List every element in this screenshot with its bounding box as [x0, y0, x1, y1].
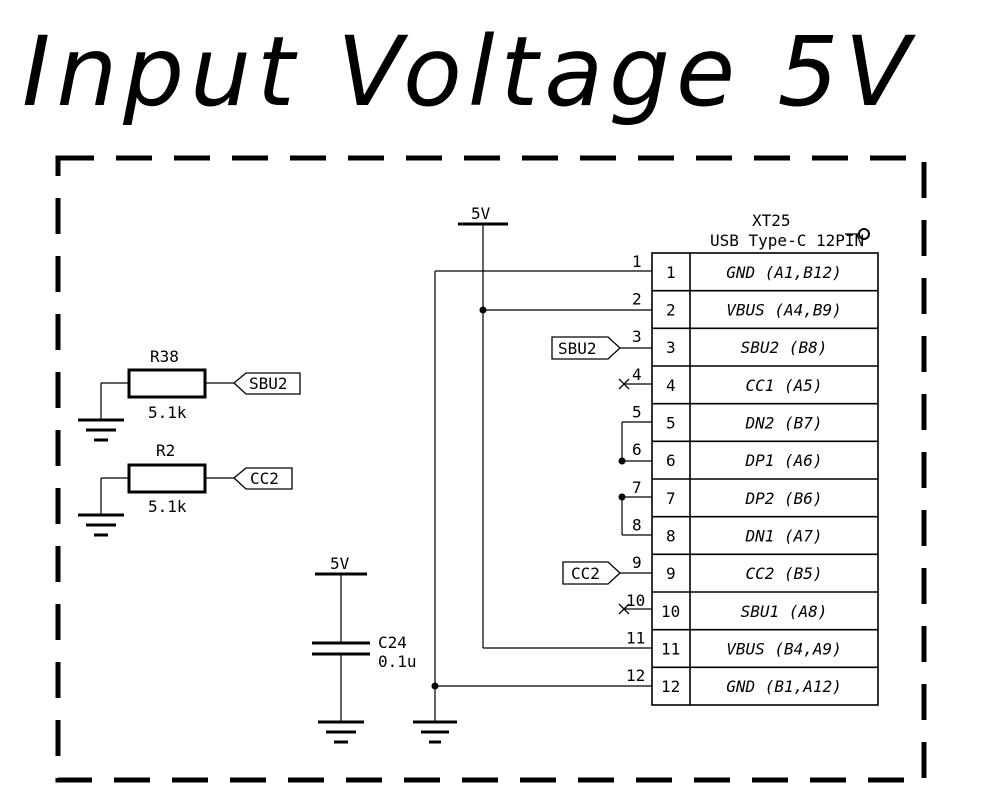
pin-number: 12	[661, 677, 680, 696]
pin-number: 8	[666, 527, 676, 546]
outer-pin-number: 11	[626, 629, 645, 648]
outer-pin-number: 7	[632, 478, 642, 497]
pin-number: 2	[666, 301, 676, 320]
capacitor-value: 0.1u	[378, 652, 417, 671]
resistor-designator: R38	[150, 347, 179, 366]
no-connect-icon	[618, 603, 630, 615]
dashed-border	[55, 155, 927, 783]
pin-name: GND (B1,A12)	[726, 677, 842, 696]
gnd-symbol-bus	[413, 720, 457, 744]
power-label: 5V	[471, 204, 491, 223]
no-connect-marks	[618, 378, 630, 615]
outer-pin-number: 1	[632, 252, 642, 271]
outer-pin-number: 9	[632, 553, 642, 572]
resistor-body	[127, 368, 207, 399]
outer-pin-number: 8	[632, 516, 642, 535]
resistor-r38: R38 5.1k SBU2	[78, 347, 301, 442]
outer-pin-number: 4	[632, 365, 642, 384]
outer-pin-number: 10	[626, 591, 645, 610]
resistor-value: 5.1k	[148, 497, 187, 516]
junction-dot	[431, 682, 439, 690]
resistor-body	[127, 463, 207, 494]
no-connect-icon	[618, 378, 630, 390]
pin-number: 5	[666, 414, 676, 433]
pin-name: SBU2 (B8)	[741, 338, 828, 357]
wires	[434, 224, 652, 721]
junction-dot	[618, 457, 626, 465]
net-label-text: CC2	[250, 469, 279, 488]
pin-number: 4	[666, 376, 676, 395]
net-label-sbu2-connector: SBU2	[551, 336, 621, 360]
outer-pin-number: 12	[626, 666, 645, 685]
junction-dot	[479, 306, 487, 314]
pin-name: DN1 (A7)	[744, 527, 822, 546]
pin-number: 3	[666, 338, 676, 357]
net-label-text: SBU2	[249, 374, 288, 393]
outer-pin-number: 3	[632, 327, 642, 346]
pin1-marker-icon	[858, 228, 870, 240]
pin-name: DP1 (A6)	[744, 451, 822, 470]
outer-pin-number: 2	[632, 290, 642, 309]
resistor-value: 5.1k	[148, 403, 187, 422]
pin-number: 6	[666, 451, 676, 470]
net-label-flag	[233, 467, 293, 490]
pin-name: SBU1 (A8)	[741, 602, 828, 621]
power-5v-bus: 5V	[458, 204, 508, 226]
pin-name: GND (A1,B12)	[726, 263, 842, 282]
net-label-text: SBU2	[558, 339, 597, 358]
pin-number: 11	[661, 640, 680, 659]
pin-number: 1	[666, 263, 676, 282]
pin-number: 7	[666, 489, 676, 508]
junction-dot	[618, 493, 626, 501]
pin-name: CC2 (B5)	[745, 564, 822, 583]
connector-value: USB Type-C 12PIN	[710, 231, 864, 250]
connector-designator: XT25	[752, 211, 791, 230]
pin-name: VBUS (A4,B9)	[726, 301, 842, 320]
outer-pin-number: 5	[632, 403, 642, 422]
pin-name: DP2 (B6)	[744, 489, 822, 508]
resistor-designator: R2	[156, 441, 175, 460]
outer-pin-number: 6	[632, 440, 642, 459]
capacitor-c24: 5V C24 0.1u	[312, 554, 417, 744]
net-label-flag	[551, 336, 621, 360]
capacitor-designator: C24	[378, 633, 407, 652]
pin-name: DN2 (B7)	[744, 414, 822, 433]
net-label-flag	[562, 561, 621, 585]
pin-number: 10	[661, 602, 680, 621]
pin-name: CC1 (A5)	[745, 376, 822, 395]
power-label: 5V	[330, 554, 350, 573]
net-label-text: CC2	[571, 564, 600, 583]
net-label-cc2-connector: CC2	[562, 561, 621, 585]
resistor-r2: R2 5.1k CC2	[78, 441, 293, 537]
net-label-flag	[233, 372, 301, 395]
diagram-title: Input Voltage 5V	[22, 16, 917, 128]
junctions	[431, 306, 626, 690]
pin-name: VBUS (B4,A9)	[726, 640, 842, 659]
pin-number: 9	[666, 564, 676, 583]
